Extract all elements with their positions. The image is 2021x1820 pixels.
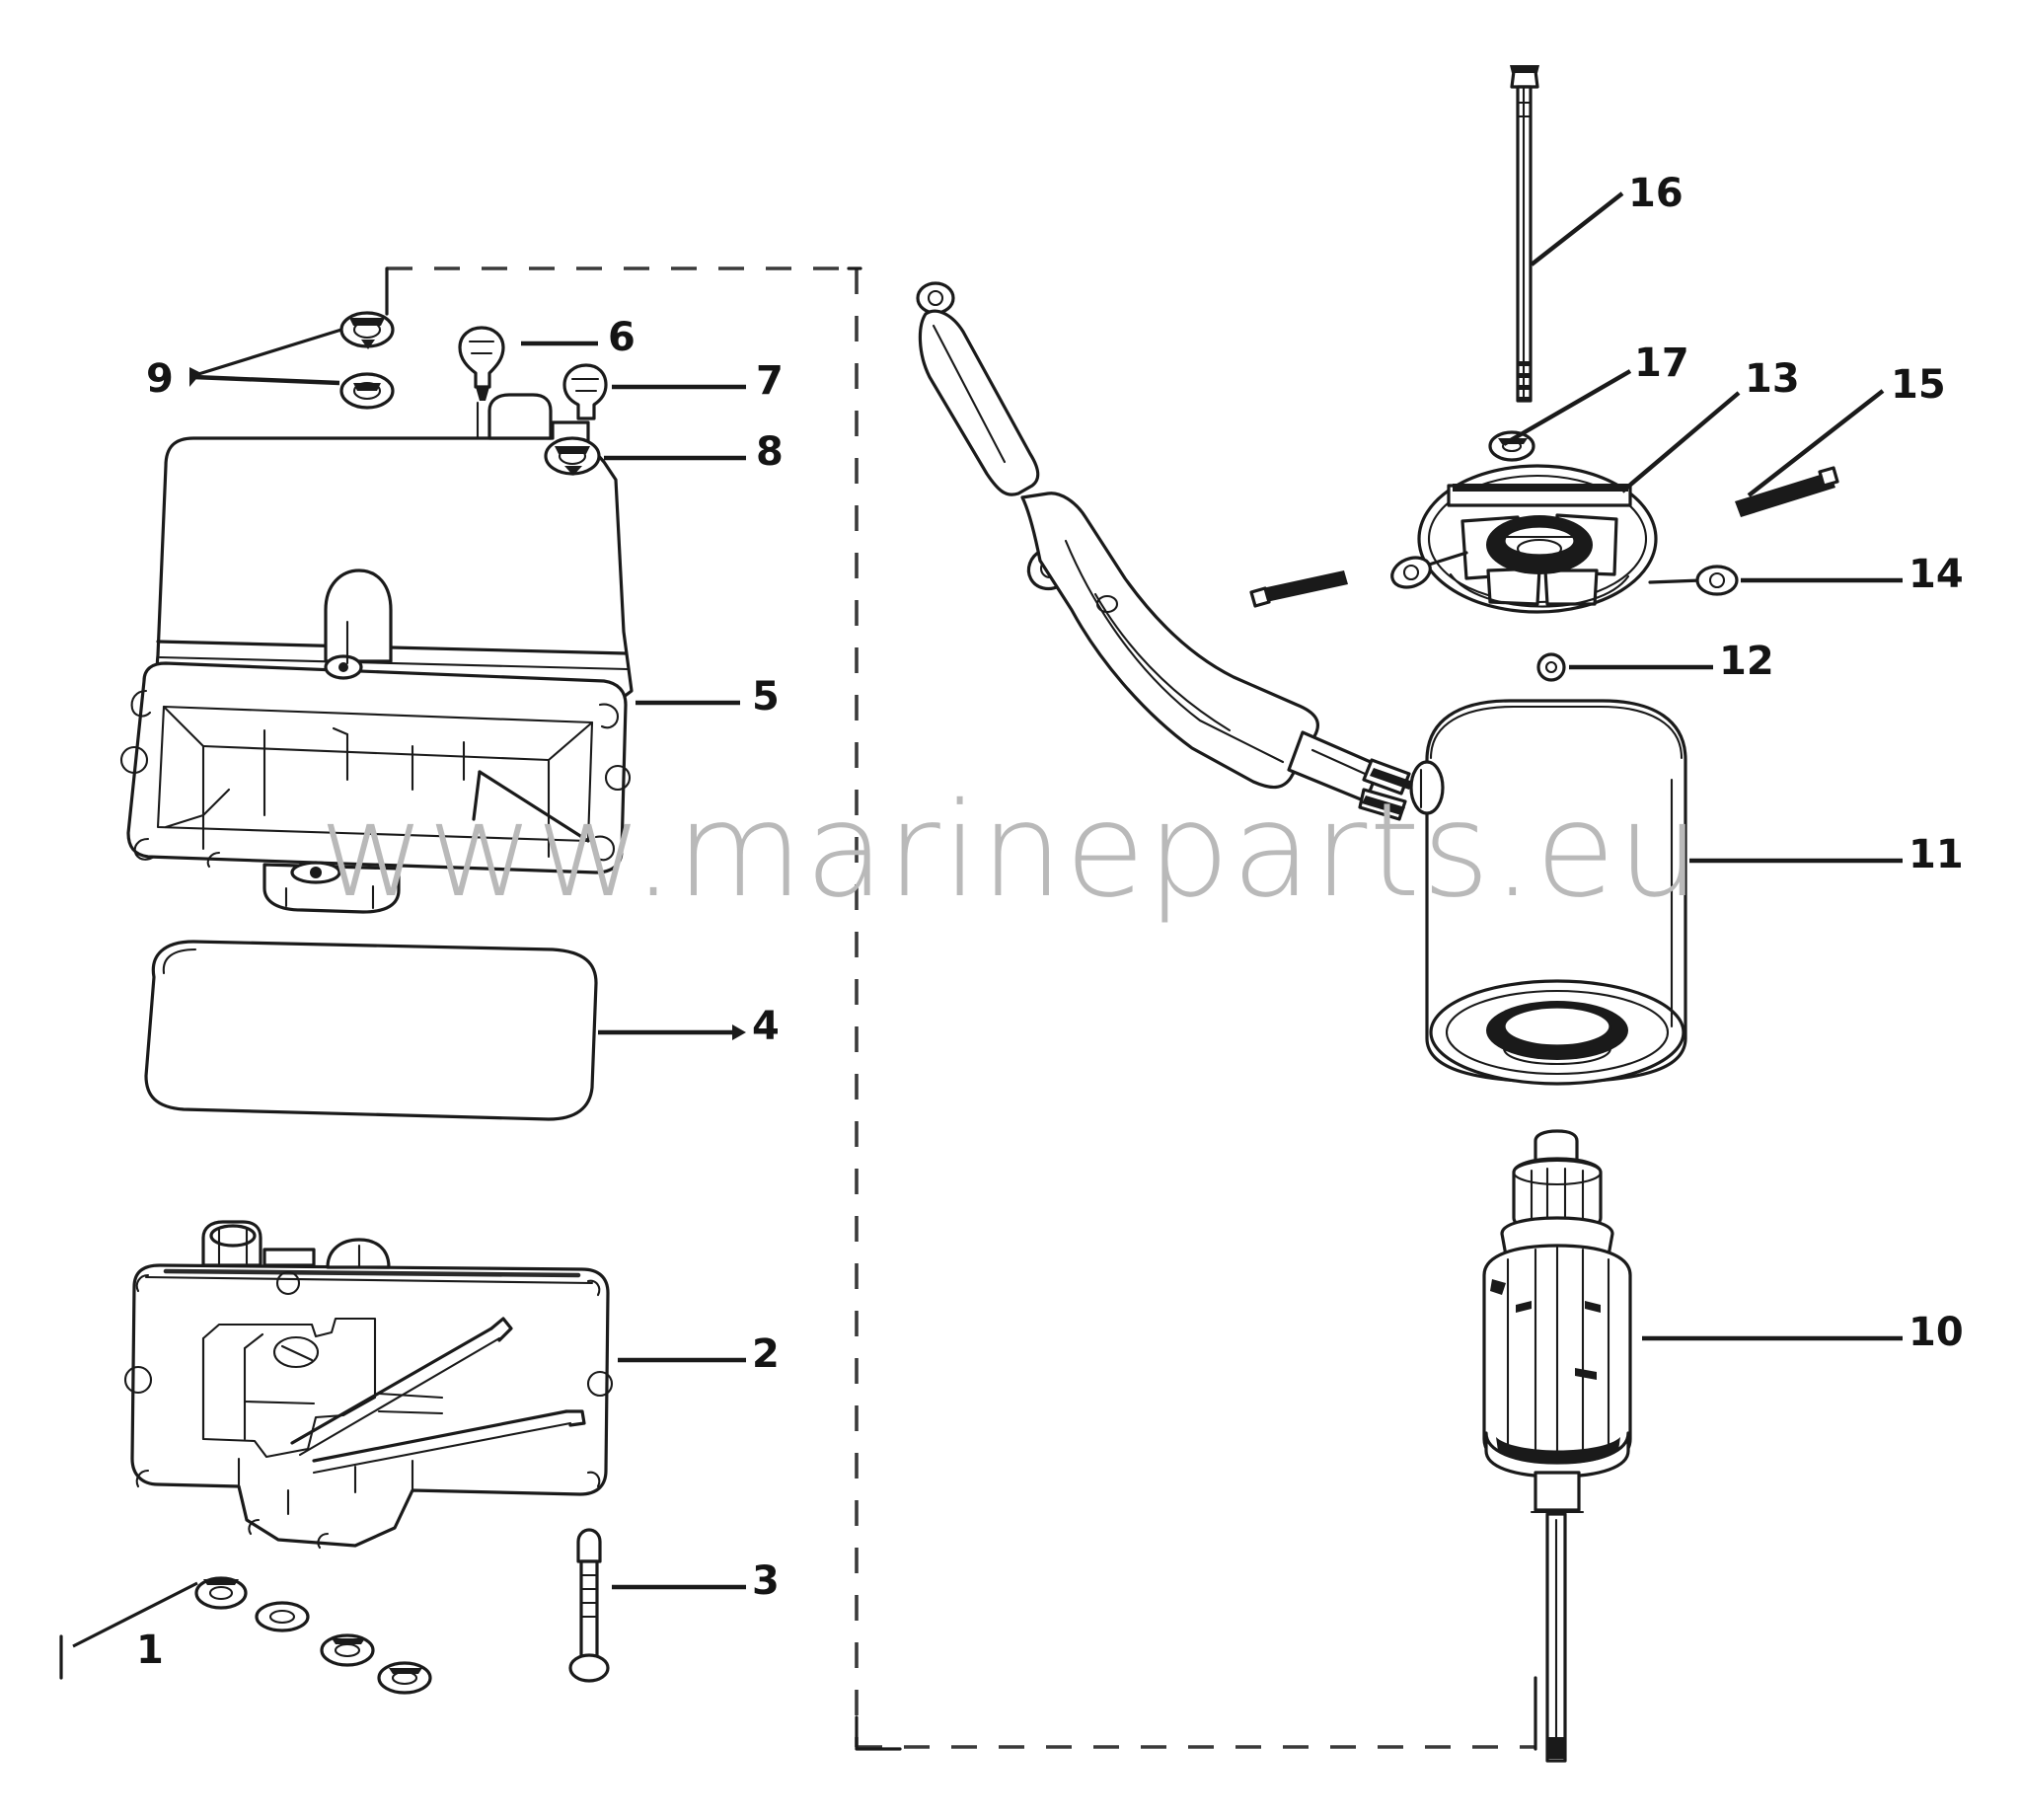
callout-1: 1 — [136, 1628, 164, 1673]
pump-screw — [568, 1528, 610, 1683]
callout-4: 4 — [752, 1004, 780, 1049]
o-ring-upper — [339, 311, 395, 349]
washer-set — [194, 1576, 432, 1695]
callout-8: 8 — [756, 429, 784, 475]
armature — [1482, 1129, 1632, 1763]
screw-short — [562, 363, 608, 420]
callout-7: 7 — [756, 358, 784, 404]
callout-6: 6 — [608, 315, 636, 360]
oil-reservoir-assembly — [119, 393, 634, 914]
callout-11: 11 — [1909, 832, 1964, 877]
callout-5: 5 — [752, 674, 780, 720]
callout-2: 2 — [752, 1331, 780, 1377]
fill-cap — [458, 326, 505, 401]
callout-3: 3 — [752, 1558, 780, 1604]
bolt-washer-17 — [1488, 430, 1535, 462]
callout-13: 13 — [1745, 356, 1800, 402]
callout-10: 10 — [1909, 1310, 1964, 1355]
callout-14: 14 — [1909, 552, 1964, 597]
brush-end-cap — [1390, 464, 1739, 614]
brush-spring-left — [1249, 570, 1348, 608]
motor-frame — [1409, 699, 1687, 1086]
pump-body-assembly — [123, 1220, 614, 1550]
steel-ball — [1536, 652, 1566, 682]
o-ring-lower — [339, 372, 395, 410]
through-bolt — [1510, 65, 1539, 403]
small-fasteners-group — [339, 311, 608, 476]
dashed-group-boundary — [385, 266, 1537, 1751]
leader-lines — [59, 191, 1903, 1680]
callout-17: 17 — [1634, 341, 1689, 386]
callout-15: 15 — [1891, 362, 1946, 408]
spring-pin — [1735, 466, 1839, 517]
callout-9: 9 — [146, 356, 174, 402]
wire-harness — [916, 281, 1413, 821]
washer-8 — [544, 436, 601, 476]
callout-12: 12 — [1719, 639, 1774, 684]
reservoir-cover-gasket — [144, 940, 598, 1121]
callout-16: 16 — [1628, 171, 1684, 216]
